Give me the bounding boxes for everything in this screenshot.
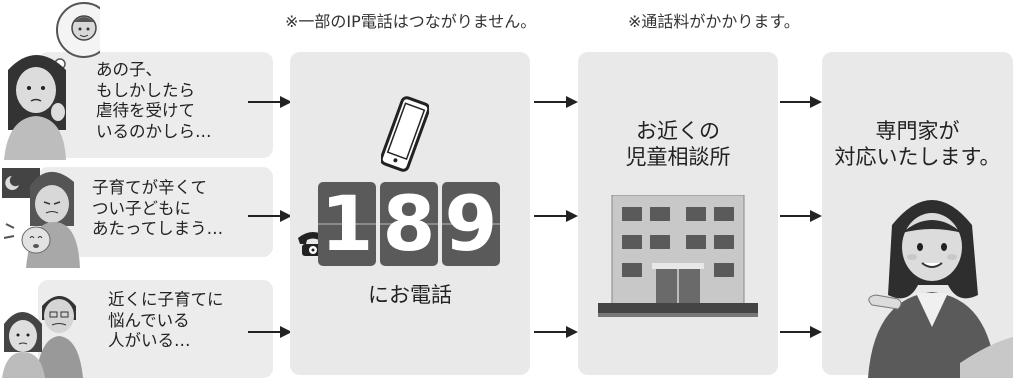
arrow-case2-to-hotline bbox=[248, 210, 292, 222]
ip-phone-note: ※一部のIP電話はつながりません。 bbox=[285, 12, 537, 31]
arrow-case1-to-hotline bbox=[248, 96, 292, 108]
counselor-icon bbox=[862, 185, 1013, 378]
case-card-suspect-abuse bbox=[38, 52, 273, 158]
arrow-hotline-to-office-top bbox=[534, 96, 578, 108]
expert-title: 専門家が 対応いたします。 bbox=[834, 119, 1001, 169]
smartphone-icon bbox=[381, 95, 429, 173]
digit-9-tile: 9 bbox=[442, 182, 500, 266]
digit-8: 8 bbox=[382, 179, 436, 268]
worried-couple-illustration bbox=[0, 280, 100, 378]
arrow-office-to-expert-middle bbox=[780, 210, 822, 222]
arrow-office-to-expert-top bbox=[780, 96, 822, 108]
call-fee-note: ※通話料がかかります。 bbox=[628, 12, 800, 31]
digit-1: 1 bbox=[320, 179, 374, 268]
case-card-parenting-stress bbox=[38, 167, 273, 257]
arrow-office-to-expert-bottom bbox=[780, 326, 822, 338]
arrow-hotline-to-office-bottom bbox=[534, 326, 578, 338]
worried-mother-illustration bbox=[0, 0, 100, 160]
digit-8-tile: 8 bbox=[380, 182, 438, 266]
digit-9: 9 bbox=[444, 179, 498, 268]
stressed-parent-illustration bbox=[0, 168, 90, 268]
case-text-neighbor-concern: 近くに子育てに 悩んでいる 人がいる… bbox=[108, 290, 224, 350]
case-text-suspect-abuse: あの子、 もしかしたら 虐待を受けて いるのかしら… bbox=[96, 60, 212, 141]
hotline-call-label: にお電話 bbox=[368, 283, 452, 307]
arrow-case3-to-hotline bbox=[248, 326, 292, 338]
office-title: お近くの 児童相談所 bbox=[625, 119, 731, 169]
case-text-parenting-stress: 子育てが辛くて つい子どもに あたってしまう… bbox=[92, 178, 224, 238]
building-icon bbox=[598, 195, 758, 325]
arrow-hotline-to-office-middle bbox=[534, 210, 578, 222]
digit-1-tile: 1 bbox=[318, 182, 376, 266]
